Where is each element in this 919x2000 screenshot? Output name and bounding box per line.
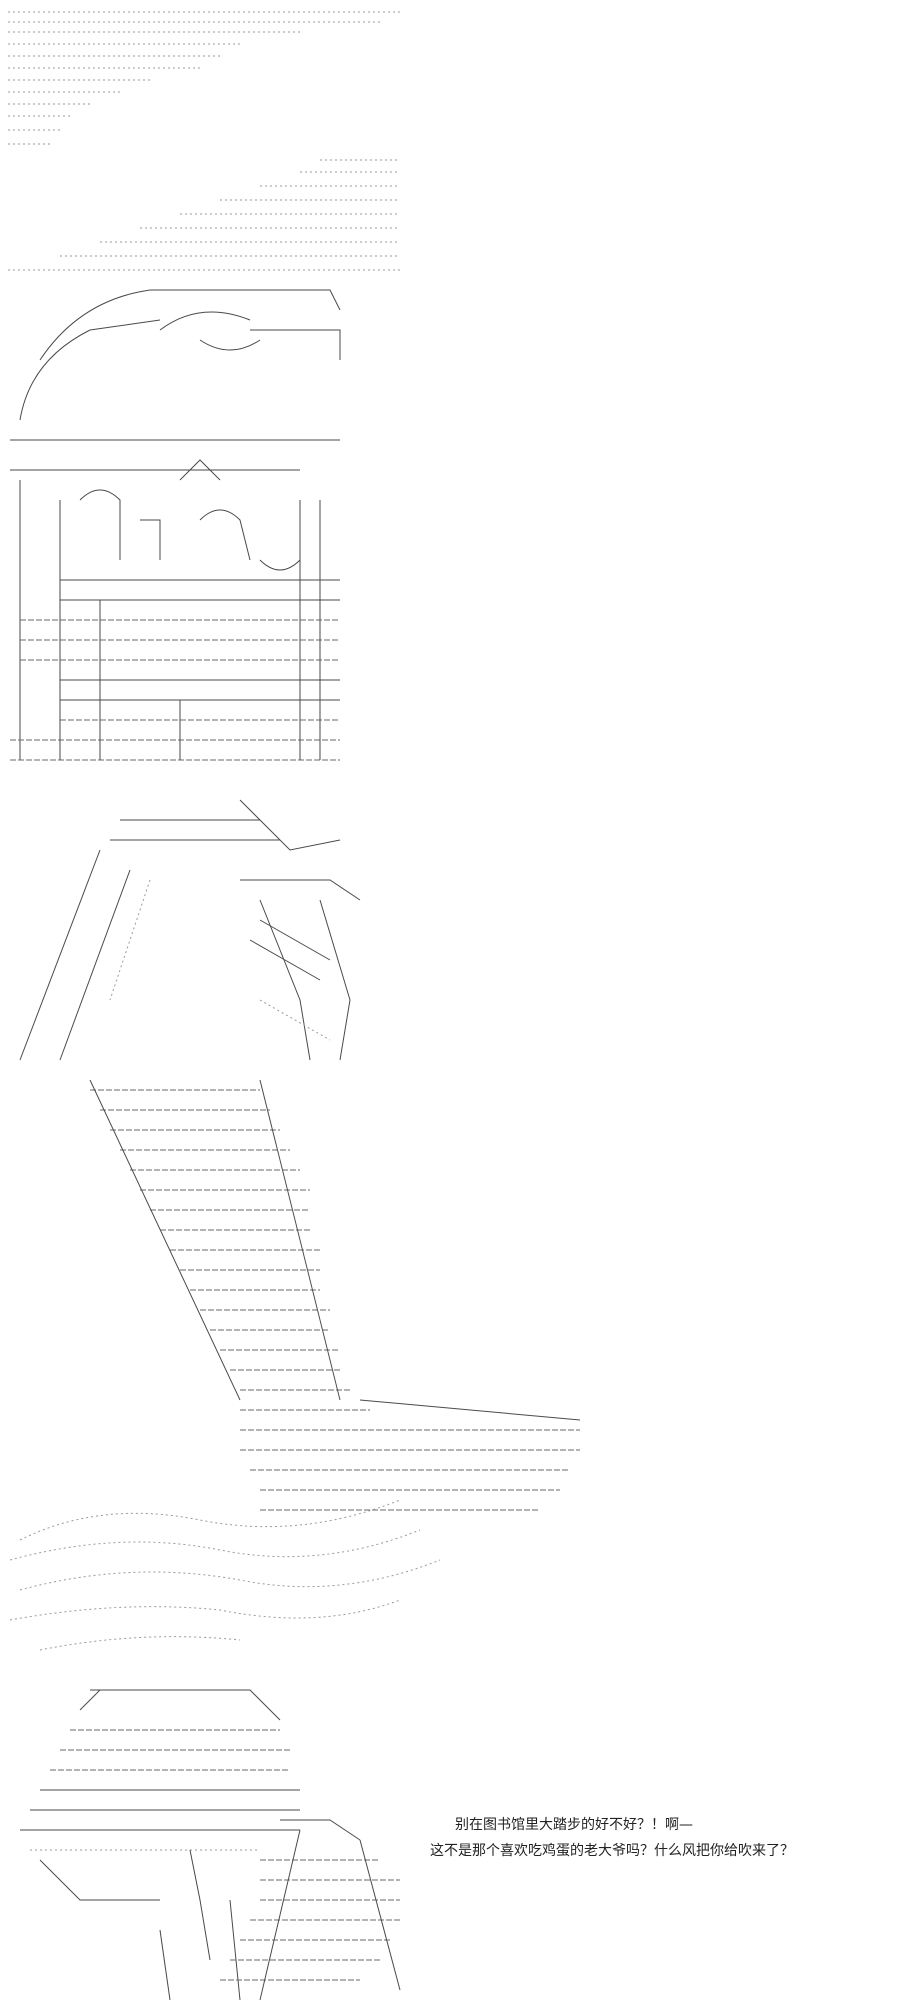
sleeve-panel	[9, 1079, 581, 1651]
character-bust-panel	[10, 289, 341, 761]
raised-arm-panel	[19, 799, 361, 1061]
dialogue-line-2: 这不是那个喜欢吃鸡蛋的老大爷吗？什么风把你给吹来了？	[430, 1843, 794, 1859]
dotted-header-panel	[8, 11, 400, 271]
dialogue-line-1: 别在图书馆里大踏步的好不好？！啊—	[455, 1817, 693, 1833]
dialogue-box: 别在图书馆里大踏步的好不好？！啊— 这不是那个喜欢吃鸡蛋的老大爷吗？什么风把你给…	[430, 1812, 900, 1864]
bottom-character-panel	[20, 1689, 401, 2000]
